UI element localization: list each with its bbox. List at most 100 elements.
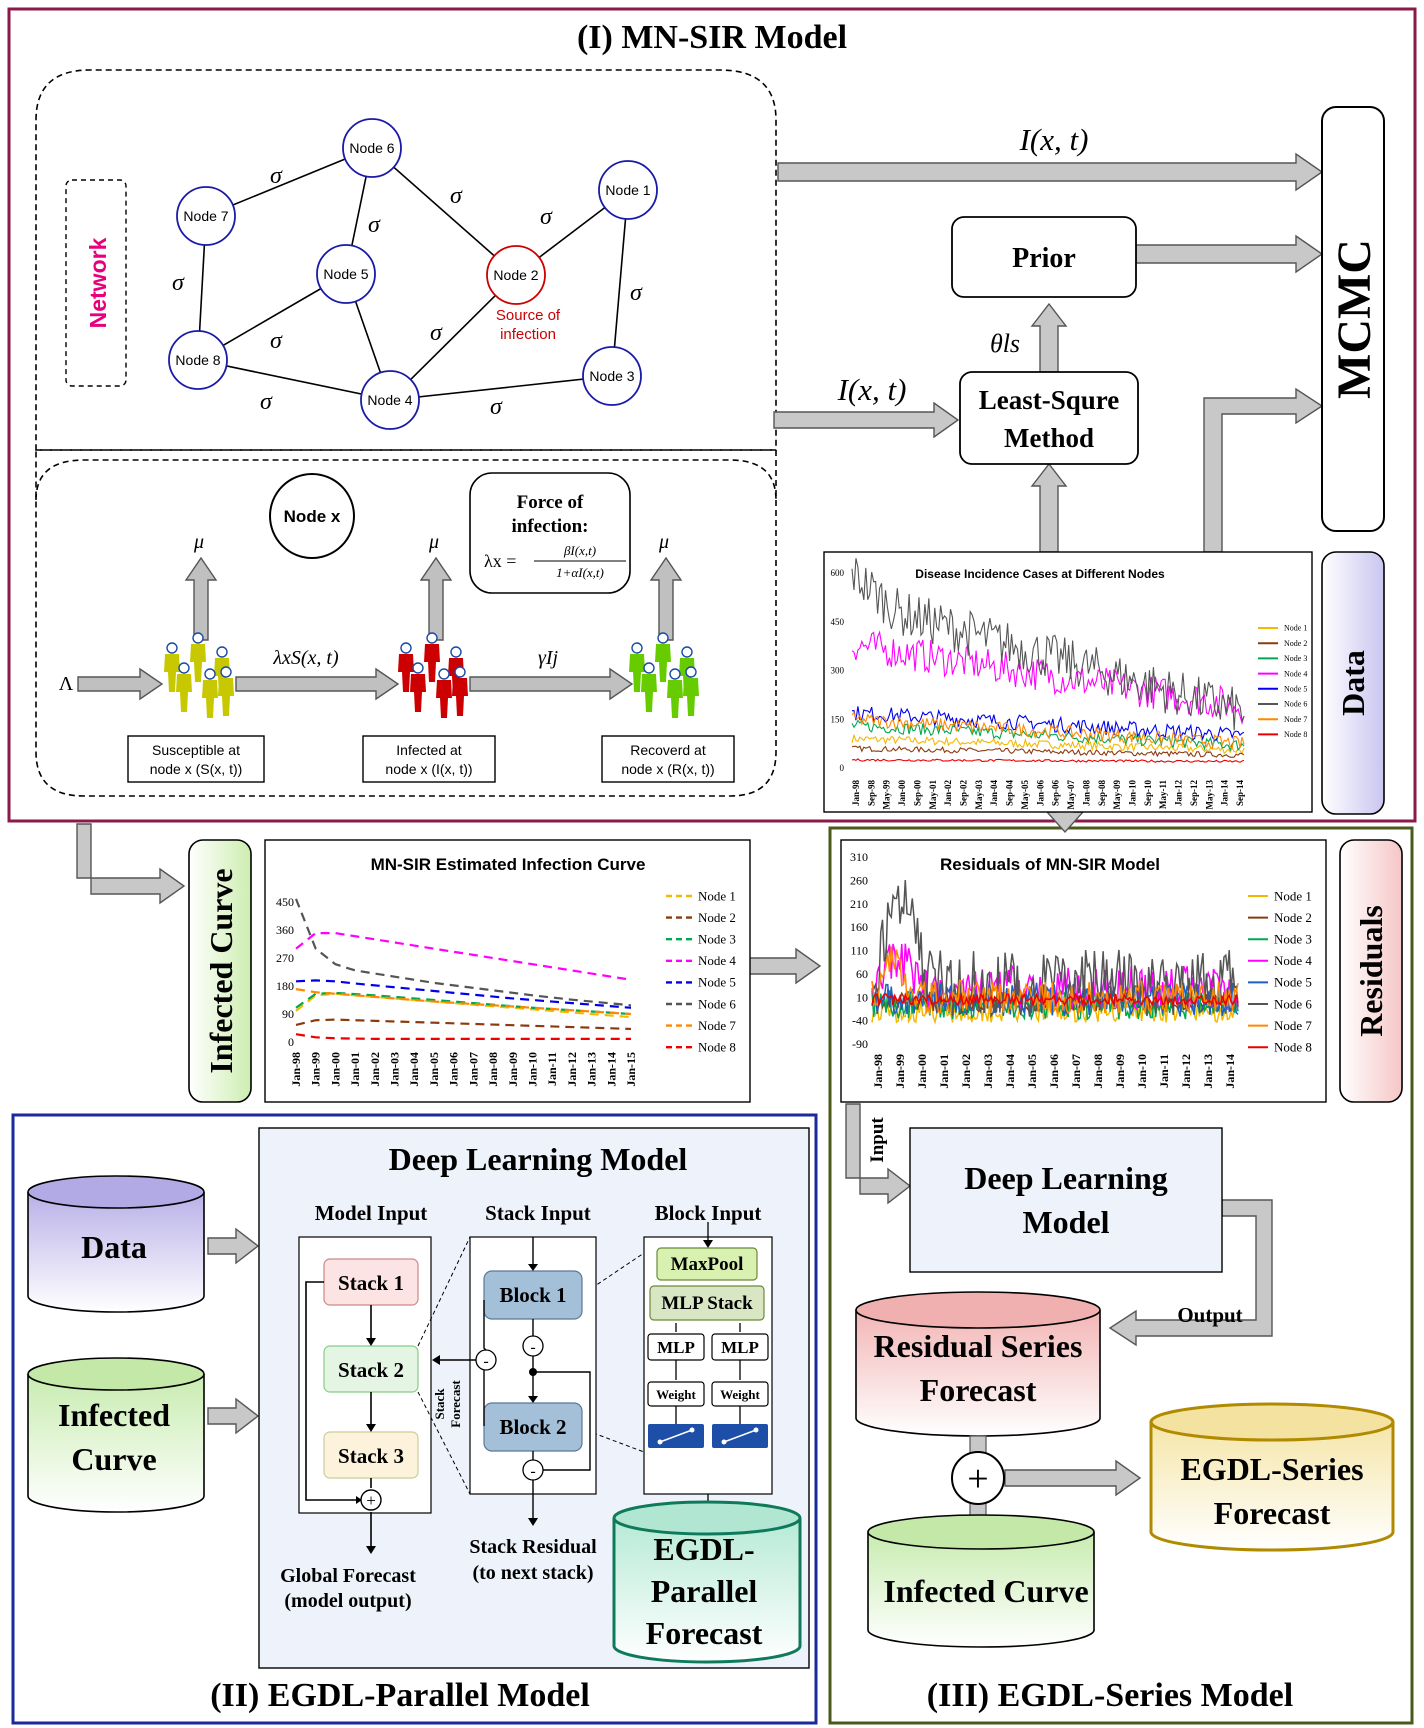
stack-3-label: Stack 3 bbox=[338, 1444, 404, 1468]
theta-label: θls bbox=[990, 329, 1020, 358]
y-tick-label: 110 bbox=[850, 944, 868, 958]
sigma-label: σ bbox=[490, 394, 503, 420]
least-square-box: Least-Squre Method bbox=[959, 371, 1139, 465]
weight-box-left bbox=[647, 1381, 705, 1407]
global-forecast-label: (model output) bbox=[284, 1590, 411, 1612]
series-input-label: Input bbox=[867, 1117, 888, 1163]
weight-label: Weight bbox=[720, 1387, 760, 1402]
x-tick-label: Jan-98 bbox=[289, 1052, 303, 1087]
susceptible-label: Susceptible at bbox=[152, 742, 240, 758]
x-tick-label: May-99 bbox=[882, 780, 892, 810]
series-line bbox=[871, 879, 1239, 1019]
weight-box-right bbox=[711, 1381, 769, 1407]
recovered-box: Recoverd at node x (R(x, t)) bbox=[601, 735, 735, 783]
force-formula-den: 1+αI(x,t) bbox=[556, 565, 604, 580]
legend-label: Node 5 bbox=[1284, 684, 1307, 693]
x-tick-label: May-07 bbox=[1066, 780, 1076, 810]
series-infected-cylinder: Infected Curve bbox=[867, 1514, 1095, 1648]
estimated-curve-chart: MN-SIR Estimated Infection Curve 4503602… bbox=[264, 839, 751, 1103]
y-tick-label: 90 bbox=[282, 1007, 294, 1021]
sum-node bbox=[360, 1489, 382, 1511]
network-label: Network bbox=[85, 237, 111, 328]
x-tick-label: Jan-11 bbox=[545, 1052, 559, 1086]
sir-flow-arrows bbox=[77, 667, 634, 701]
lambda-inflow: Λ bbox=[59, 673, 74, 695]
stack-forecast-label: Stack bbox=[432, 1388, 447, 1420]
series-dl-label: Model bbox=[1022, 1204, 1109, 1240]
parallel-section: (II) EGDL-Parallel Model bbox=[11, 1113, 818, 1725]
infected-curve-tag: Infected Curve bbox=[188, 839, 252, 1103]
egdl-parallel-label: Forecast bbox=[646, 1615, 763, 1651]
network-node-6: Node 6 bbox=[342, 118, 402, 178]
y-tick-label: 260 bbox=[850, 873, 868, 887]
x-tick-label: Jan-09 bbox=[1113, 1054, 1127, 1089]
x-tick-label: Jan-04 bbox=[989, 780, 999, 807]
x-tick-label: May-09 bbox=[1112, 780, 1122, 810]
legend-label: Node 3 bbox=[1274, 932, 1312, 947]
y-tick-label: 0 bbox=[288, 1035, 294, 1049]
x-tick-label: Jan-02 bbox=[943, 780, 953, 807]
legend-label: Node 8 bbox=[698, 1040, 736, 1055]
node-label: Node 5 bbox=[323, 266, 368, 282]
series-sum-node bbox=[951, 1451, 1005, 1505]
stack-forecast-label: Forecast bbox=[448, 1380, 463, 1428]
infected-cylinder-label: Curve bbox=[71, 1441, 156, 1477]
maxpool-label: MaxPool bbox=[671, 1254, 744, 1275]
mu-label: μ bbox=[658, 531, 669, 553]
x-tick-label: Jan-02 bbox=[959, 1054, 973, 1089]
residuals-chart: Residuals of MN-SIR Model 31026021016011… bbox=[840, 839, 1327, 1103]
x-tick-label: Sep-08 bbox=[1097, 780, 1107, 807]
block-2-label: Block 2 bbox=[499, 1415, 566, 1439]
x-tick-label: Jan-04 bbox=[1003, 1054, 1017, 1089]
x-tick-label: Jan-14 bbox=[1220, 780, 1230, 807]
x-tick-label: Jan-98 bbox=[871, 1054, 885, 1089]
sigma-label: σ bbox=[368, 212, 381, 238]
deep-learning-model-panel: Deep Learning Model Model Input Stack In… bbox=[258, 1127, 810, 1669]
network-node-5: Node 5 bbox=[316, 244, 376, 304]
residual-series-cylinder: Residual Series Forecast bbox=[855, 1291, 1101, 1437]
legend-label: Node 1 bbox=[1284, 624, 1307, 633]
egdl-parallel-cylinder: EGDL- Parallel Forecast bbox=[612, 1500, 802, 1664]
recovered-crowd-icon bbox=[629, 632, 699, 718]
susceptible-label: node x (S(x, t)) bbox=[150, 761, 243, 777]
legend-label: Node 7 bbox=[1284, 715, 1307, 724]
force-title: Force of bbox=[517, 492, 584, 513]
dl-title: Deep Learning Model bbox=[389, 1141, 688, 1177]
series-line bbox=[295, 932, 632, 981]
mlp-stack-label: MLP Stack bbox=[661, 1293, 753, 1314]
legend-label: Node 3 bbox=[1284, 654, 1307, 663]
node-label: Node 8 bbox=[175, 352, 220, 368]
legend-label: Node 6 bbox=[698, 996, 736, 1011]
force-title: infection: bbox=[511, 516, 588, 537]
data-tag: Data bbox=[1321, 551, 1385, 815]
x-tick-label: Jan-15 bbox=[624, 1052, 638, 1087]
legend-label: Node 1 bbox=[698, 888, 736, 903]
stack-residual-label: Stack Residual bbox=[469, 1536, 597, 1558]
network-panel: Network σ σ σ σ σ σ σ σ σ σ bbox=[35, 69, 777, 451]
rate-ir: γIj bbox=[538, 647, 559, 669]
switch-icon bbox=[648, 1424, 704, 1448]
y-tick-label: 10 bbox=[856, 990, 868, 1004]
network-node-2-source: Node 2 Source of infection bbox=[486, 245, 561, 343]
least-square-label: Method bbox=[1004, 423, 1094, 453]
rate-si: λxS(x, t) bbox=[272, 647, 339, 669]
sigma-label: σ bbox=[540, 204, 553, 230]
parallel-inputs: Data Infected Curve bbox=[27, 1175, 260, 1513]
x-tick-label: Jan-12 bbox=[1179, 1054, 1193, 1089]
series-section: (III) EGDL-Series Model bbox=[828, 826, 1414, 1725]
node-label: Node 1 bbox=[605, 182, 650, 198]
sigma-label: σ bbox=[260, 389, 273, 415]
prior-box: Prior bbox=[951, 216, 1137, 298]
x-tick-label: Jan-07 bbox=[466, 1052, 480, 1087]
sum-plus: + bbox=[366, 1491, 376, 1510]
data-cylinder-label: Data bbox=[81, 1229, 147, 1265]
force-formula-num: βI(x,t) bbox=[563, 543, 596, 558]
egdl-parallel-label: EGDL- bbox=[653, 1531, 754, 1567]
x-tick-label: Jan-04 bbox=[407, 1052, 421, 1087]
x-tick-label: Jan-06 bbox=[1047, 1054, 1061, 1089]
legend-label: Node 6 bbox=[1284, 700, 1307, 709]
x-tick-label: Jan-07 bbox=[1069, 1054, 1083, 1089]
